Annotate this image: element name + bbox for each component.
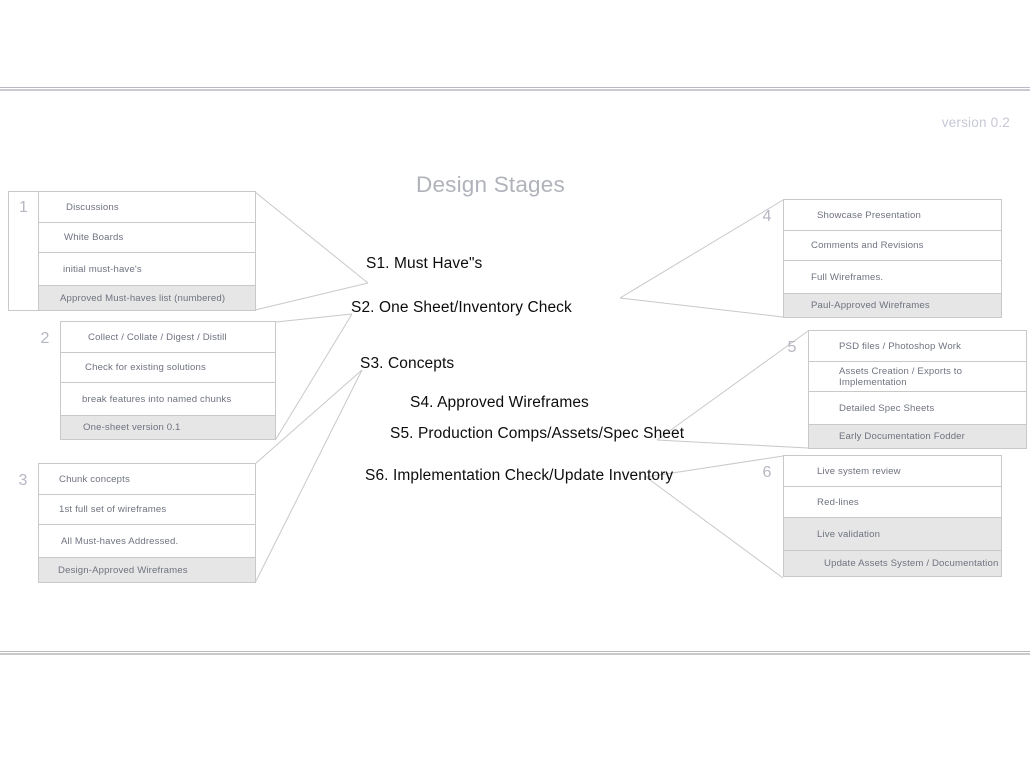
divider-gap-top — [0, 88, 1030, 89]
divider-line-bottom — [0, 653, 1030, 655]
row-label: Update Assets System / Documentation — [824, 558, 999, 569]
row-label: break features into named chunks — [82, 393, 232, 405]
table-row[interactable]: Collect / Collate / Digest / Distill — [60, 321, 276, 352]
row-label: Detailed Spec Sheets — [839, 402, 935, 414]
stage-label-s2: S2. One Sheet/Inventory Check — [351, 299, 572, 316]
row-label: Check for existing solutions — [85, 362, 206, 373]
row-label: Red-lines — [817, 496, 859, 508]
row-label: Chunk concepts — [59, 473, 130, 485]
connector-2-top — [275, 313, 353, 323]
table-row[interactable]: All Must-haves Addressed. — [38, 524, 256, 557]
divider-gap-bottom — [0, 652, 1030, 653]
table-row[interactable]: Assets Creation / Exports to Implementat… — [808, 361, 1027, 391]
stage-number-4: 4 — [762, 208, 772, 225]
row-label: Paul-Approved Wireframes — [811, 300, 930, 311]
table-row[interactable]: One-sheet version 0.1 — [60, 415, 276, 440]
table-row[interactable]: Live validation — [783, 517, 1002, 550]
table-row[interactable]: Design-Approved Wireframes — [38, 557, 256, 583]
stage-label-s4: S4. Approved Wireframes — [410, 394, 589, 411]
row-label: One-sheet version 0.1 — [83, 422, 181, 433]
row-label: Approved Must-haves list (numbered) — [60, 292, 226, 304]
row-label: Showcase Presentation — [817, 209, 921, 221]
stage-number-6: 6 — [762, 464, 772, 481]
row-label: Early Documentation Fodder — [839, 431, 966, 442]
stage-label-s6: S6. Implementation Check/Update Inventor… — [365, 467, 674, 484]
stage-box-1[interactable]: 1 Discussions White Boards initial must-… — [8, 191, 256, 311]
stage-label-s3: S3. Concepts — [360, 355, 455, 372]
stage-number-5: 5 — [787, 339, 797, 356]
row-label: Assets Creation / Exports to Implementat… — [839, 365, 963, 388]
stage-box-5[interactable]: 5 PSD files / Photoshop Work Assets Crea… — [777, 330, 1027, 449]
table-row[interactable]: Chunk concepts — [38, 463, 256, 494]
table-row[interactable]: White Boards — [38, 222, 256, 252]
row-label: Comments and Revisions — [811, 240, 924, 251]
divider-line-top — [0, 87, 1030, 88]
connector-1-top — [254, 191, 369, 284]
table-row[interactable]: Live system review — [783, 455, 1002, 486]
table-row[interactable]: Early Documentation Fodder — [808, 424, 1027, 449]
stage-number-2: 2 — [40, 330, 50, 347]
footer-divider — [0, 651, 1030, 655]
table-row[interactable]: Comments and Revisions — [783, 230, 1002, 260]
row-label: 1st full set of wireframes — [59, 504, 167, 515]
stage-box-3[interactable]: 3 Chunk concepts 1st full set of wirefra… — [8, 463, 256, 583]
row-label: Live validation — [817, 528, 881, 540]
connector-2-bottom — [275, 313, 353, 440]
row-label: Discussions — [66, 201, 119, 213]
divider-line-bottom — [0, 89, 1030, 91]
page-title: Design Stages — [416, 172, 565, 197]
table-row[interactable]: Full Wireframes. — [783, 260, 1002, 293]
table-row[interactable]: 1st full set of wireframes — [38, 494, 256, 524]
stage-box-6[interactable]: 6 Live system review Red-lines Live vali… — [752, 455, 1002, 577]
stage-label-s5: S5. Production Comps/Assets/Spec Sheet — [390, 425, 685, 442]
stage-number-3: 3 — [18, 472, 28, 489]
row-label: initial must-have's — [63, 263, 142, 275]
row-label: Design-Approved Wireframes — [58, 564, 188, 576]
table-row[interactable]: break features into named chunks — [60, 382, 276, 415]
table-row[interactable]: Paul-Approved Wireframes — [783, 293, 1002, 318]
row-label: Live system review — [817, 465, 901, 477]
table-row[interactable]: Approved Must-haves list (numbered) — [38, 285, 256, 311]
table-row[interactable]: Discussions — [38, 191, 256, 222]
divider-line-top — [0, 651, 1030, 652]
row-label: White Boards — [64, 232, 124, 243]
stage-box-4[interactable]: 4 Showcase Presentation Comments and Rev… — [752, 199, 1002, 318]
row-label: All Must-haves Addressed. — [61, 535, 179, 547]
row-label: Full Wireframes. — [811, 271, 884, 283]
table-row[interactable]: Update Assets System / Documentation — [783, 550, 1002, 577]
header-divider — [0, 87, 1030, 91]
table-row[interactable]: Check for existing solutions — [60, 352, 276, 382]
stage-label-s1: S1. Must Have"s — [366, 255, 483, 272]
table-row[interactable]: PSD files / Photoshop Work — [808, 330, 1027, 361]
stage-number-1: 1 — [8, 191, 38, 311]
table-row[interactable]: initial must-have's — [38, 252, 256, 285]
version-label: version 0.2 — [941, 115, 1010, 130]
row-label: Collect / Collate / Digest / Distill — [88, 331, 227, 343]
table-row[interactable]: Detailed Spec Sheets — [808, 391, 1027, 424]
row-label: PSD files / Photoshop Work — [839, 340, 962, 352]
table-row[interactable]: Showcase Presentation — [783, 199, 1002, 230]
table-row[interactable]: Red-lines — [783, 486, 1002, 517]
stage-box-2[interactable]: 2 Collect / Collate / Digest / Distill C… — [30, 321, 276, 440]
